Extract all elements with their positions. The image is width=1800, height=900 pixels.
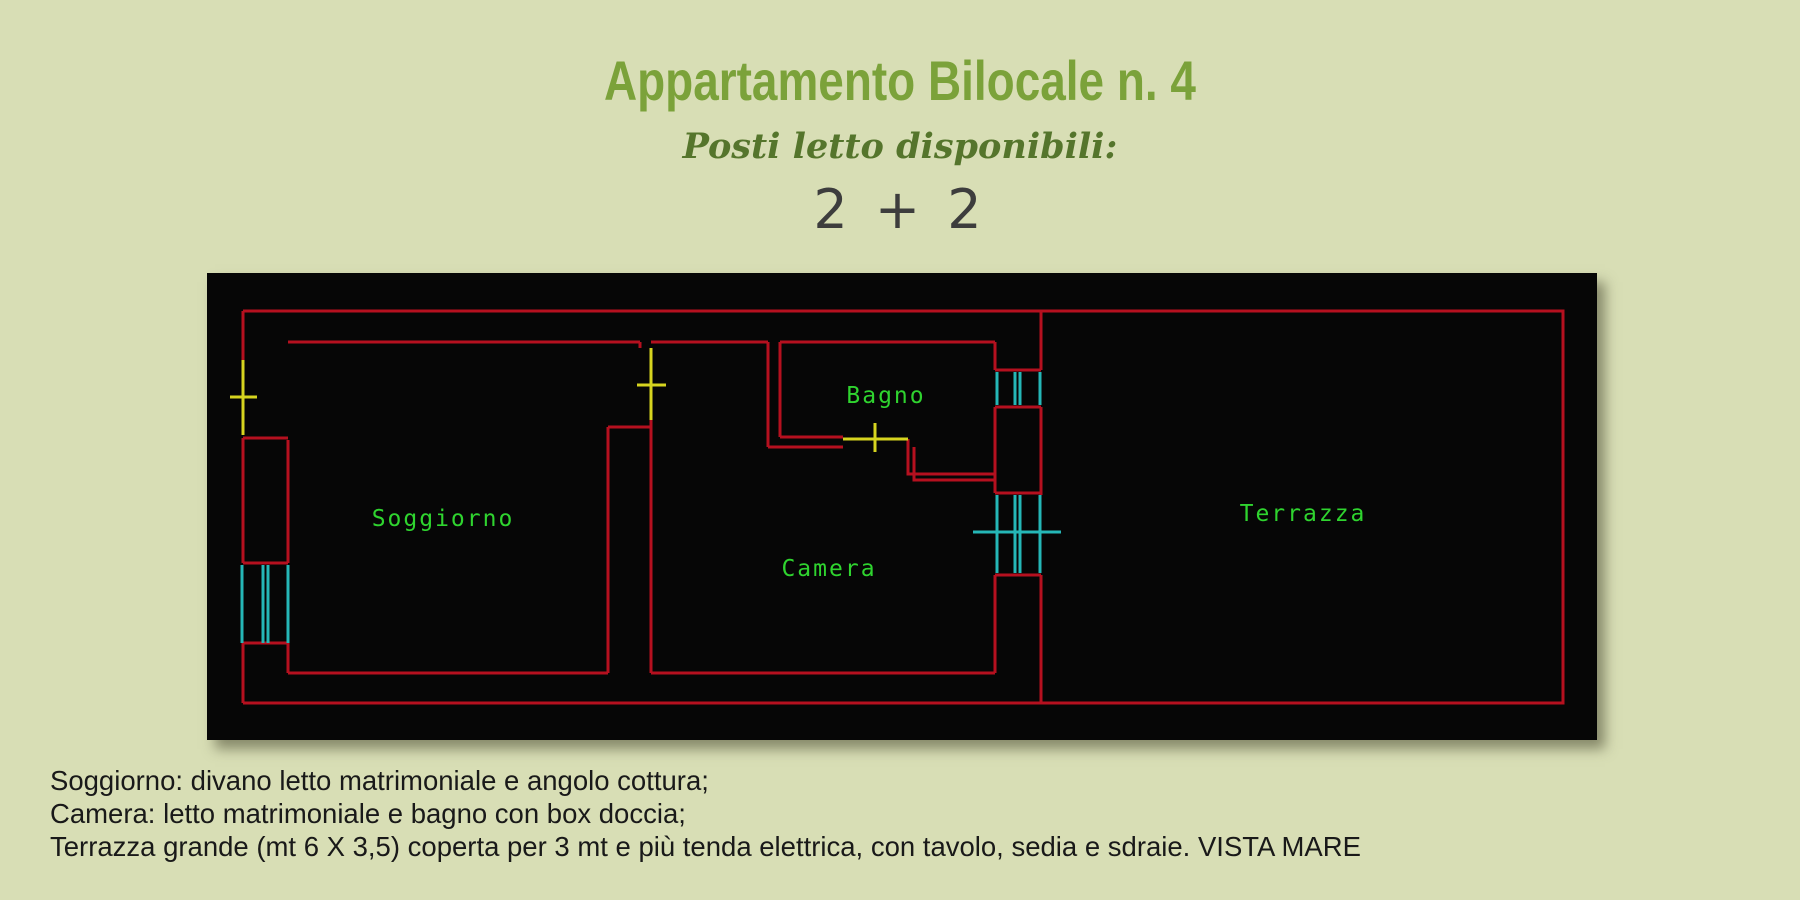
- room-label-terrazza: Terrazza: [1240, 501, 1367, 527]
- room-labels: Soggiorno Bagno Camera Terrazza: [372, 383, 1367, 582]
- floor-plan: Soggiorno Bagno Camera Terrazza: [207, 273, 1597, 740]
- description-line-soggiorno: Soggiorno: divano letto matrimoniale e a…: [50, 765, 709, 796]
- room-label-bagno: Bagno: [846, 383, 925, 409]
- window-soggiorno: [240, 565, 290, 643]
- room-label-soggiorno: Soggiorno: [372, 506, 515, 532]
- window-symbols: [240, 372, 1061, 643]
- window-camera-upper: [995, 372, 1042, 405]
- beds-subtitle: Posti letto disponibili:: [682, 126, 1118, 167]
- page-title: Appartamento Bilocale n. 4: [0, 48, 1800, 113]
- description: Soggiorno: divano letto matrimoniale e a…: [50, 764, 1750, 863]
- beds-count: 2 + 2: [813, 178, 987, 241]
- description-line-terrazza: Terrazza grande (mt 6 X 3,5) coperta per…: [50, 831, 1361, 862]
- door-symbols: [230, 348, 908, 452]
- room-label-camera: Camera: [781, 556, 876, 582]
- window-camera-lower: [973, 495, 1061, 573]
- description-line-camera: Camera: letto matrimoniale e bagno con b…: [50, 798, 686, 829]
- page-title-text: Appartamento Bilocale n. 4: [604, 49, 1196, 112]
- floor-plan-drawing: Soggiorno Bagno Camera Terrazza: [230, 309, 1565, 705]
- walls: [241, 309, 1565, 705]
